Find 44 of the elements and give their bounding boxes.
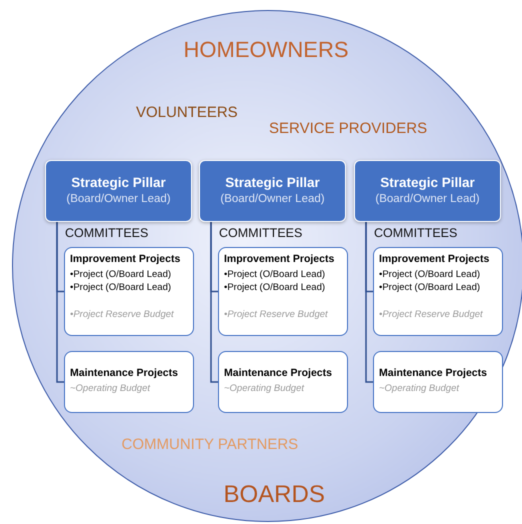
note-text: ~Operating Budget	[224, 383, 306, 396]
list-item: •Project (O/Board Lead)	[70, 282, 172, 295]
box-title: Strategic Pillar	[71, 174, 166, 192]
pillar-box	[199, 160, 346, 222]
box-title: Improvement Projects	[379, 252, 490, 266]
note-text: ~Operating Budget	[70, 383, 152, 396]
group-label: HOMEOWNERS	[184, 39, 348, 61]
process-box	[64, 247, 194, 336]
committee-label: COMMITTEES	[374, 227, 458, 240]
box-title: Maintenance Projects	[379, 366, 488, 380]
committee-label: COMMITTEES	[219, 227, 302, 240]
list-item: •Project (O/Board Lead)	[379, 282, 482, 295]
process-box	[373, 351, 503, 413]
group-label: BOARDS	[224, 483, 325, 507]
connector-line	[56, 222, 64, 383]
box-title: Maintenance Projects	[224, 366, 333, 380]
box-title: Maintenance Projects	[70, 366, 179, 380]
box-title: Strategic Pillar	[380, 174, 475, 192]
process-box	[64, 351, 194, 413]
note-text: •Project Reserve Budget	[379, 308, 484, 322]
process-box	[373, 247, 503, 336]
pillar-box	[45, 160, 192, 222]
box-title: Improvement Projects	[70, 252, 182, 266]
box-title: Improvement Projects	[224, 252, 336, 266]
list-item: •Project (O/Board Lead)	[224, 282, 326, 295]
committee-label: COMMITTEES	[65, 227, 148, 240]
connector-line	[210, 222, 218, 383]
box-title: Strategic Pillar	[225, 174, 320, 192]
process-box	[218, 351, 348, 413]
list-item: •Project (O/Board Lead)	[70, 269, 172, 282]
group-label: VOLUNTEERS	[136, 105, 238, 120]
note-text: •Project Reserve Budget	[224, 308, 329, 322]
group-label: SERVICE PROVIDERS	[269, 121, 428, 136]
group-label: COMMUNITY PARTNERS	[122, 437, 298, 452]
note-text: ~Operating Budget	[379, 383, 460, 396]
box-subtitle: (Board/Owner Lead)	[66, 192, 171, 208]
list-item: •Project (O/Board Lead)	[379, 269, 482, 282]
process-box	[218, 247, 348, 336]
box-subtitle: (Board/Owner Lead)	[375, 192, 480, 208]
pillar-box	[354, 160, 501, 222]
list-item: •Project (O/Board Lead)	[224, 269, 326, 282]
box-subtitle: (Board/Owner Lead)	[220, 192, 325, 208]
note-text: •Project Reserve Budget	[70, 308, 175, 322]
connector-line	[365, 222, 373, 383]
